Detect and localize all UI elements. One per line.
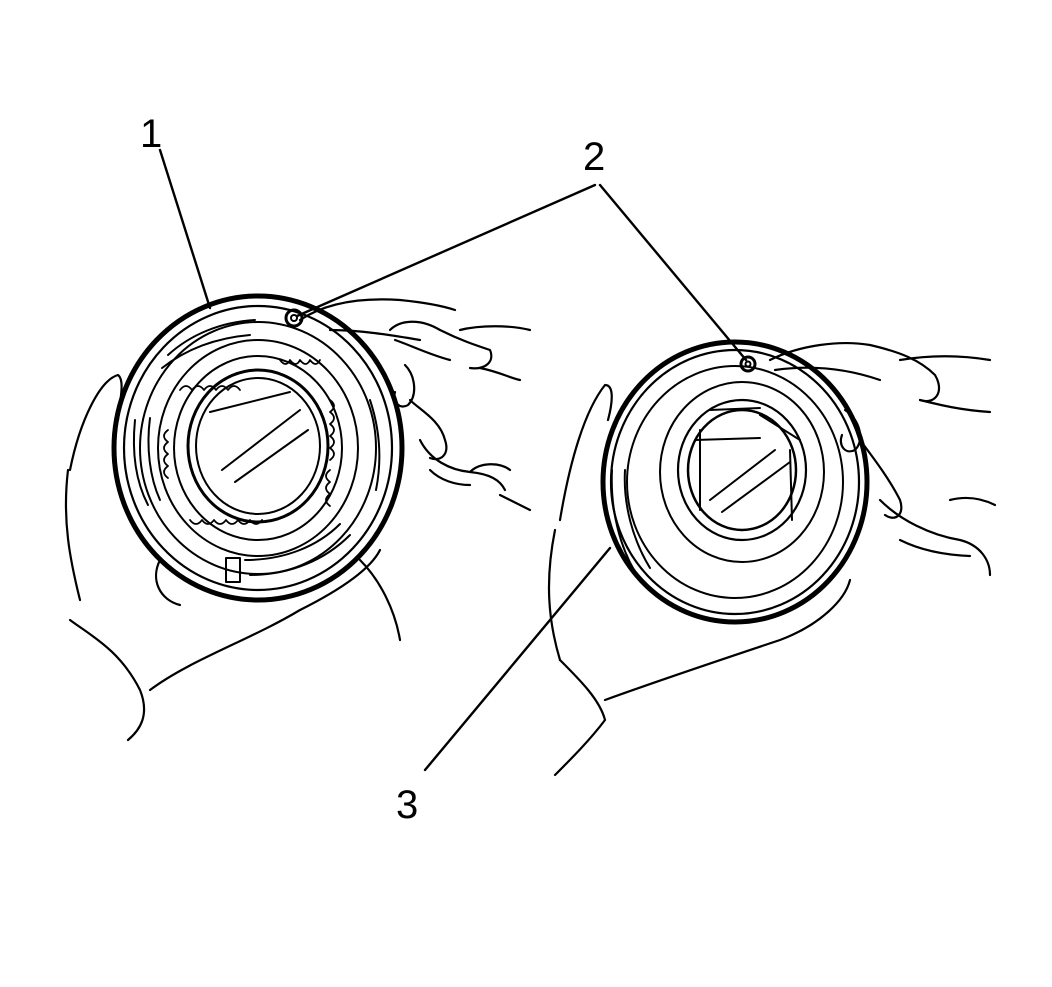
- leader-line-3: [423, 546, 612, 772]
- leader-line-2a: [295, 183, 597, 318]
- left-disc-retainer: [111, 293, 405, 603]
- right-disc-piston: [600, 339, 870, 625]
- callout-1: 1: [140, 112, 162, 156]
- right-hands: [547, 342, 997, 777]
- callout-3: 3: [396, 783, 418, 827]
- leader-line-2b: [598, 183, 748, 362]
- left-hands: [64, 298, 532, 742]
- leader-lines: [158, 148, 748, 772]
- leader-line-1: [158, 148, 212, 310]
- callout-2: 2: [583, 135, 605, 179]
